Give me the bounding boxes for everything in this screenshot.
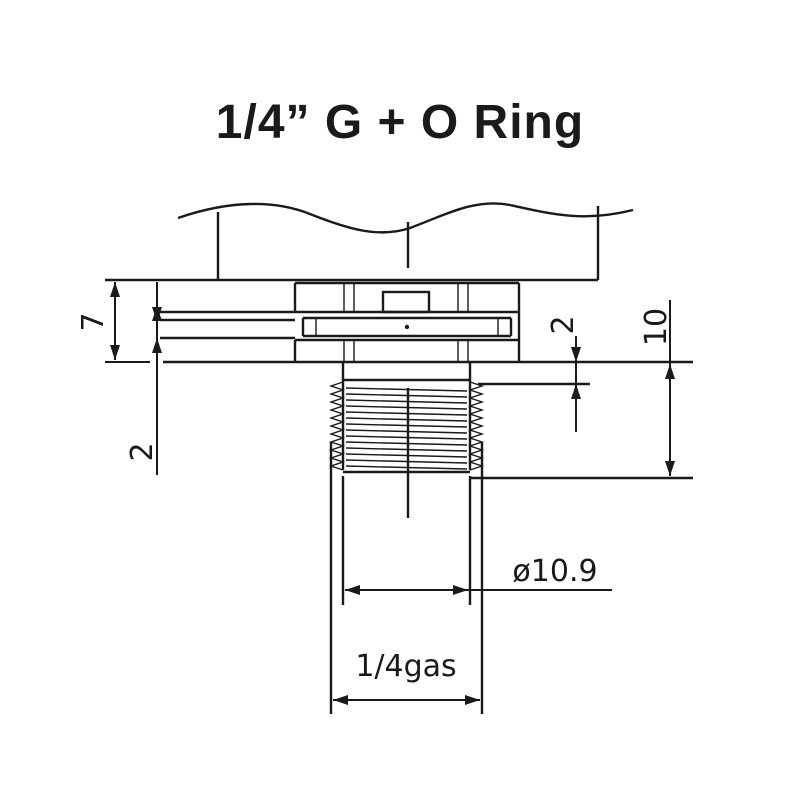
thread-hatch-line [345, 411, 468, 416]
dim-2-left-label: 2 [125, 442, 160, 461]
page-title: 1/4” G + O Ring [215, 96, 585, 149]
thread-hatch-line [345, 453, 468, 458]
window-rect [381, 290, 431, 314]
thread-hatch-line [345, 441, 468, 446]
thread-hatch-line [345, 399, 468, 404]
thread-hatch-line [345, 429, 468, 434]
dim-gas-label: 1/4gas [355, 649, 456, 684]
thread-hatch-line [345, 459, 468, 464]
dim-10-label: 10 [639, 308, 674, 346]
thread-body [341, 362, 472, 382]
thread-hatch-line [345, 423, 468, 428]
thread-teeth-right [467, 381, 485, 471]
thread-hatch-line [345, 393, 468, 398]
dim-7-label: 7 [76, 312, 111, 331]
thread-hatch-line [345, 465, 468, 470]
oring-groove [295, 310, 519, 342]
wavy-cut-line [177, 202, 634, 234]
dim-2-right-label: 2 [546, 315, 581, 334]
thread-teeth-left [328, 381, 346, 471]
hex-body [293, 281, 521, 312]
thread-hatch-line [345, 435, 468, 440]
thread-hatch-line [345, 447, 468, 452]
thread-lines [345, 387, 468, 470]
thread-hatch-line [345, 387, 468, 392]
dim-od-label: ø10.9 [512, 554, 597, 589]
thread-hatch-line [345, 405, 468, 410]
thread-hatch-line [345, 417, 468, 422]
center-dot [404, 324, 410, 330]
